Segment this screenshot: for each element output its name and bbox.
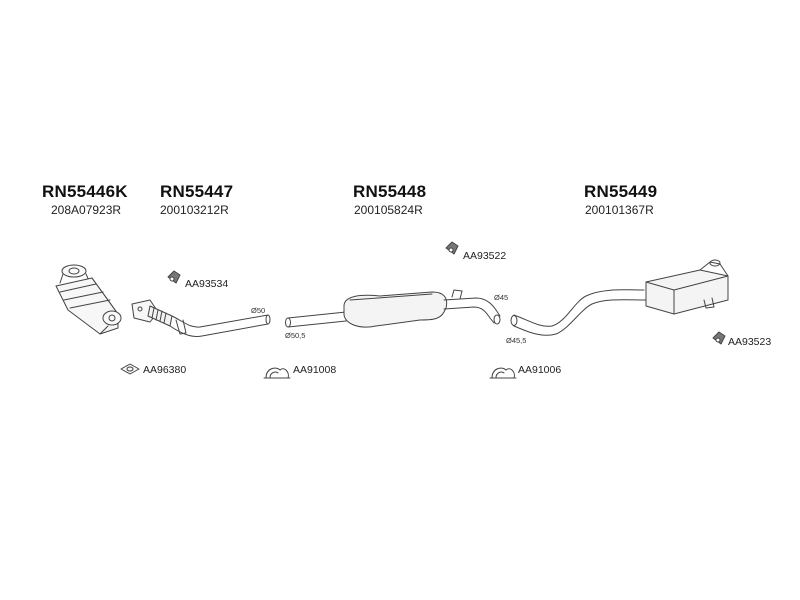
dimension-label: Ø45,5 (506, 336, 527, 345)
catalytic-converter (55, 264, 122, 335)
clamp-icon (489, 367, 517, 379)
part-number-middle-silencer: RN55448 (353, 182, 427, 201)
part-number-rear-silencer: RN55449 (584, 182, 658, 201)
dimension-label: Ø50,5 (285, 331, 306, 340)
part-number-front-pipe: RN55447 (160, 182, 234, 201)
oem-number-catalyst: 208A07923R (51, 203, 122, 217)
rear-silencer (510, 259, 729, 336)
part-number-catalyst: RN55446K (42, 182, 128, 201)
oem-number-middle-silencer: 200105824R (354, 203, 423, 217)
oem-number-rear-silencer: 200101367R (585, 203, 654, 217)
clamp-icon (263, 367, 291, 379)
front-pipe (131, 299, 271, 337)
accessory-label-clamp-1: AA91008 (293, 364, 337, 376)
accessory-label-hanger-front: AA93534 (185, 278, 229, 290)
dimension-label: Ø50 (251, 306, 266, 315)
accessory-label-gasket: AA96380 (143, 364, 187, 376)
accessory-label-hanger-mid: AA93522 (463, 250, 507, 262)
oem-number-front-pipe: 200103212R (160, 203, 229, 217)
rubber-hanger-icon (445, 241, 459, 255)
rubber-hanger-icon (712, 331, 726, 345)
accessory-label-clamp-2: AA91006 (518, 364, 562, 376)
dimension-label: Ø45 (494, 293, 509, 302)
gasket-icon (120, 363, 140, 375)
accessory-label-hanger-rear: AA93523 (728, 336, 772, 348)
middle-silencer (285, 289, 501, 328)
rubber-hanger-icon (167, 270, 181, 284)
